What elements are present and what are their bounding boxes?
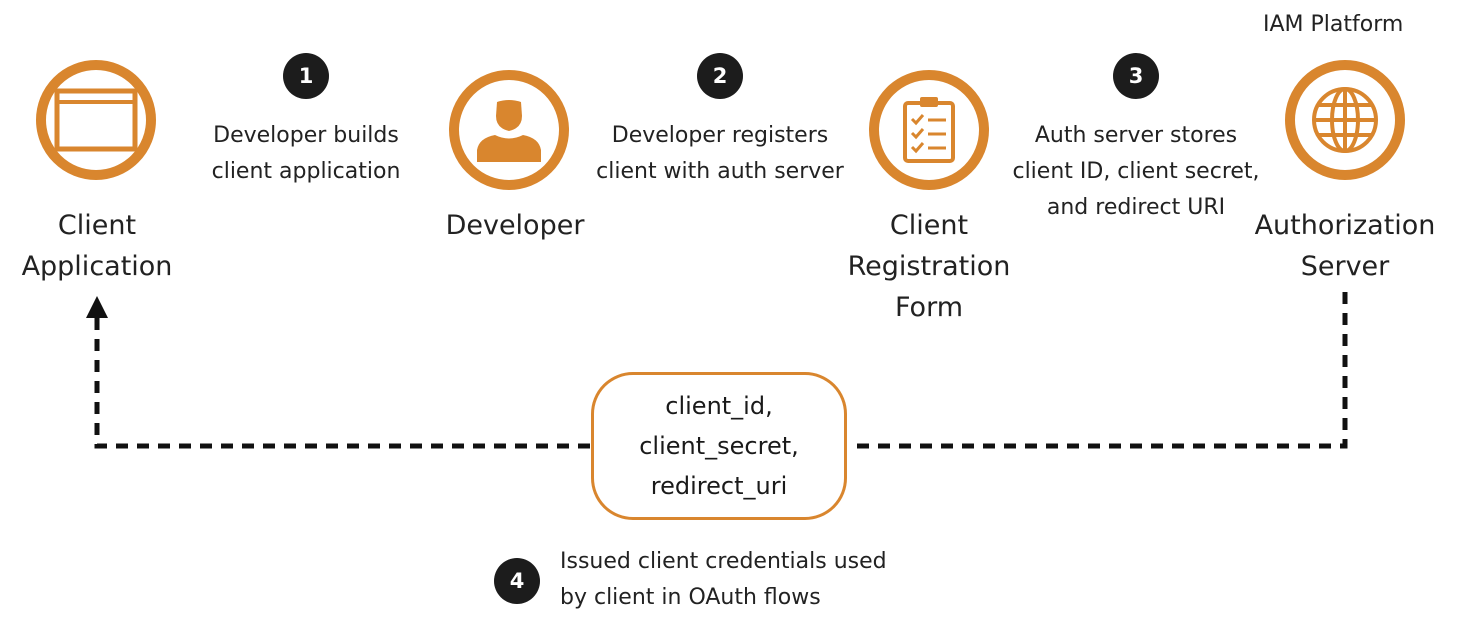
credentials-box: client_id, client_secret, redirect_uri <box>591 372 847 520</box>
connector-left-segment <box>94 318 590 449</box>
step-3-text: Auth server stores client ID, client sec… <box>1012 123 1260 220</box>
step-3-badge: 3 <box>1113 53 1159 99</box>
authorization-server-node <box>1285 60 1405 180</box>
person-icon <box>477 100 541 162</box>
step-2-text: Developer registers client with auth ser… <box>596 123 844 184</box>
client-registration-form-node <box>869 70 989 190</box>
connector-right-segment <box>852 292 1348 449</box>
credential-redirect-uri: redirect_uri <box>650 472 788 500</box>
client-application-label: Client Application <box>21 210 173 282</box>
credential-client-secret: client_secret, <box>639 432 799 460</box>
browser-window-icon <box>54 88 138 152</box>
arrow-head-up <box>86 296 108 318</box>
step-2-badge: 2 <box>697 53 743 99</box>
developer-label: Developer <box>445 210 585 241</box>
client-registration-form-label: Client Registration Form <box>847 210 1011 323</box>
clipboard-checklist-icon <box>903 97 955 163</box>
globe-icon <box>1312 87 1378 153</box>
step-1-badge: 1 <box>283 53 329 99</box>
step-4-text: Issued client credentials used by client… <box>560 549 887 610</box>
credential-client-id: client_id, <box>665 392 773 420</box>
authorization-server-label: Authorization Server <box>1254 210 1436 282</box>
platform-label: IAM Platform <box>1263 12 1404 37</box>
client-application-node <box>36 60 156 180</box>
step-4-badge: 4 <box>494 558 540 604</box>
developer-node <box>449 70 569 190</box>
step-1-text: Developer builds client application <box>211 123 401 184</box>
